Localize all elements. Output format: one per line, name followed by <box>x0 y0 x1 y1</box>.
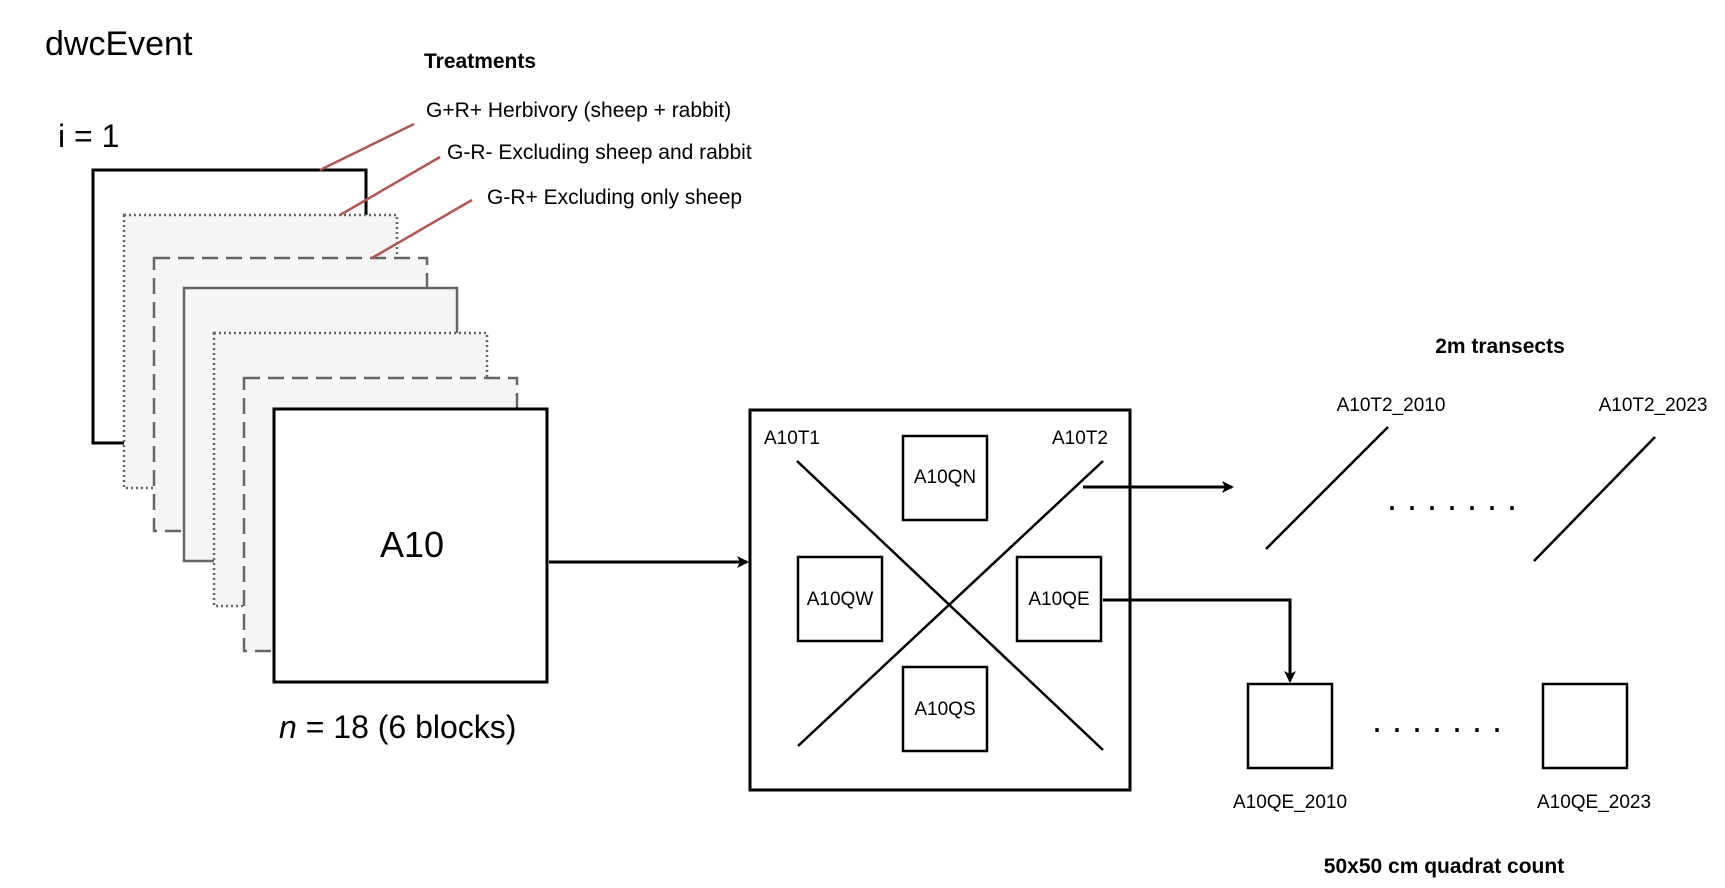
arrow-to-quadrat-counts <box>1103 598 1296 683</box>
quadrat-east <box>1015 555 1103 643</box>
quadrat-count-ellipsis: . . . . . . . <box>1372 699 1502 740</box>
quadrat-count-first <box>1246 682 1334 770</box>
quadrat-counts-heading: 50x50 cm quadrat count <box>1324 855 1564 878</box>
treatment-leader-line-1 <box>319 122 415 172</box>
quadrat-north-label: A10QN <box>914 467 976 488</box>
transects-section: 2m transects A10T2_2010 A10T2_2023 . . .… <box>1265 335 1708 562</box>
transect-last-line <box>1533 436 1656 562</box>
quadrat-north <box>901 434 989 522</box>
quadrat-count-first-label: A10QE_2010 <box>1233 792 1347 813</box>
sample-size-value: = 18 (6 blocks) <box>297 709 517 745</box>
sample-size-label: n = 18 (6 blocks) <box>279 709 516 745</box>
index-label: i = 1 <box>58 118 119 154</box>
treatment-leader-line-3 <box>371 198 473 260</box>
transect-line-t2 <box>797 460 1104 747</box>
plot-card-front <box>272 407 549 684</box>
transect-last-label: A10T2_2023 <box>1599 395 1708 416</box>
transect-label-t2: A10T2 <box>1052 428 1108 449</box>
plot-label: A10 <box>380 524 444 565</box>
transects-heading: 2m transects <box>1435 335 1565 358</box>
quadrat-west <box>796 555 884 643</box>
transect-ellipsis: . . . . . . . <box>1387 477 1517 518</box>
treatment-label-exclude-all: G-R- Excluding sheep and rabbit <box>447 141 752 164</box>
treatment-leader-line-2 <box>339 155 441 217</box>
quadrat-south <box>901 665 989 753</box>
plot-stack: A10 <box>91 168 549 684</box>
quadrat-counts-section: . . . . . . . A10QE_2010 A10QE_2023 50x5… <box>1233 682 1651 878</box>
diagram-title: dwcEvent <box>45 25 193 63</box>
transect-label-t1: A10T1 <box>764 428 820 449</box>
quadrat-south-label: A10QS <box>914 699 975 720</box>
treatment-label-herbivory: G+R+ Herbivory (sheep + rabbit) <box>426 99 731 122</box>
quadrat-west-label: A10QW <box>807 589 874 610</box>
treatment-label-exclude-sheep: G-R+ Excluding only sheep <box>487 186 742 209</box>
quadrat-east-label: A10QE <box>1028 589 1089 610</box>
quadrat-count-last <box>1541 682 1629 770</box>
quadrat-count-last-label: A10QE_2023 <box>1537 792 1651 813</box>
sample-size-variable: n <box>279 709 297 745</box>
transect-first-line <box>1265 426 1389 550</box>
treatments-heading: Treatments <box>424 50 536 73</box>
plot-detail: A10T1 A10T2 A10QN A10QW A10QE A10QS <box>748 408 1132 792</box>
transect-first-label: A10T2_2010 <box>1337 395 1446 416</box>
